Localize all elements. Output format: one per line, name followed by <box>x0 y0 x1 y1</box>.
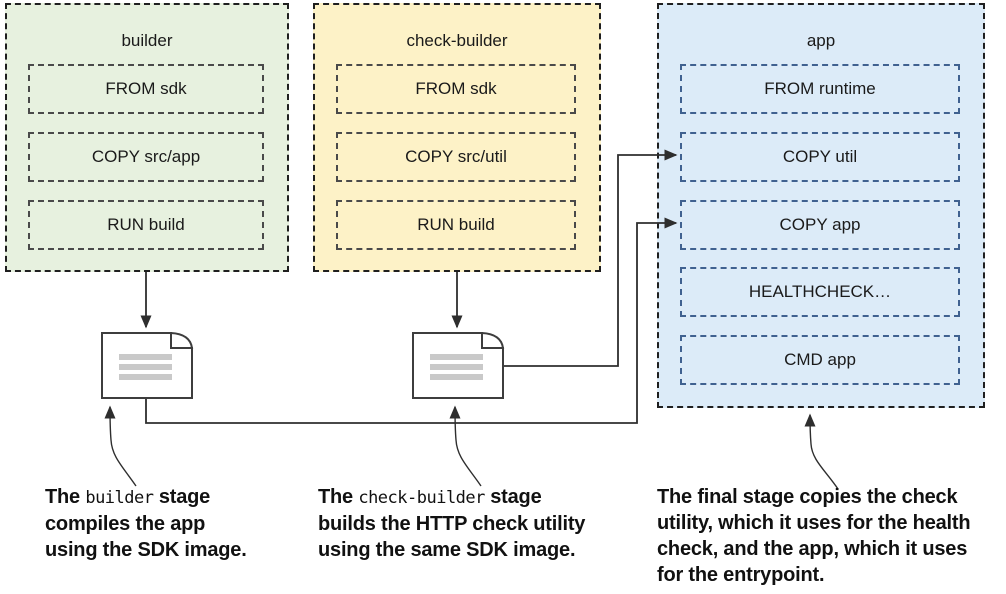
caption-text: compiles the app <box>45 513 206 535</box>
caption-line: using the same SDK image. <box>318 537 585 563</box>
stage-title-check-builder: check-builder <box>406 31 508 50</box>
stage-app: app FROM runtime COPY util COPY app HEAL… <box>657 3 985 408</box>
annotation-arrow-builder <box>104 405 137 487</box>
row-builder-run-build: RUN build <box>28 200 264 250</box>
caption-builder-stage: The builder stage compiles the app using… <box>45 484 247 563</box>
caption-line: check, and the app, which it uses <box>657 536 970 562</box>
caption-check-builder-stage: The check-builder stage builds the HTTP … <box>318 484 585 563</box>
caption-text: The final stage copies the check <box>657 486 958 508</box>
caption-text: builds the HTTP check utility <box>318 513 586 535</box>
caption-line: utility, which it uses for the health <box>657 510 971 536</box>
row-app-copy-util: COPY util <box>680 132 960 182</box>
caption-line: The check-builder stage <box>318 484 585 511</box>
caption-text: stage <box>153 486 211 508</box>
annotation-arrow-check-builder <box>449 405 482 487</box>
row-check-from-sdk: FROM sdk <box>336 64 576 114</box>
caption-text: The <box>318 486 359 508</box>
stage-title-app: app <box>806 31 836 50</box>
caption-line: The final stage copies the check <box>657 484 970 510</box>
row-app-cmd-app: CMD app <box>680 335 960 385</box>
row-app-copy-app: COPY app <box>680 200 960 250</box>
stage-builder: builder FROM sdk COPY src/app RUN build <box>5 3 289 272</box>
caption-line: for the entrypoint. <box>657 562 970 588</box>
caption-code-check-builder: check-builder <box>358 488 485 508</box>
stage-check-builder: check-builder FROM sdk COPY src/util RUN… <box>313 3 601 272</box>
caption-text: using the SDK image. <box>45 539 247 561</box>
caption-text: stage <box>484 486 542 508</box>
caption-code-builder: builder <box>85 488 154 508</box>
caption-text: The <box>45 486 86 508</box>
caption-text: for the entrypoint. <box>657 564 825 586</box>
caption-line: builds the HTTP check utility <box>318 511 585 537</box>
row-check-run-build: RUN build <box>336 200 576 250</box>
caption-text: using the same SDK image. <box>318 539 576 561</box>
caption-line: compiles the app <box>45 511 247 537</box>
row-check-copy-src-util: COPY src/util <box>336 132 576 182</box>
document-icon <box>412 331 505 399</box>
caption-text: check, and the app, which it uses <box>657 538 968 560</box>
row-builder-copy-src-app: COPY src/app <box>28 132 264 182</box>
caption-final-stage: The final stage copies the check utility… <box>657 484 971 588</box>
caption-line: The builder stage <box>45 484 247 511</box>
row-builder-from-sdk: FROM sdk <box>28 64 264 114</box>
caption-text: utility, which it uses for the health <box>657 512 971 534</box>
stage-title-builder: builder <box>121 31 173 50</box>
row-app-from-runtime: FROM runtime <box>680 64 960 114</box>
document-icon <box>101 331 194 399</box>
annotation-arrow-app <box>804 413 839 490</box>
row-app-healthcheck: HEALTHCHECK… <box>680 267 960 317</box>
caption-line: using the SDK image. <box>45 537 247 563</box>
